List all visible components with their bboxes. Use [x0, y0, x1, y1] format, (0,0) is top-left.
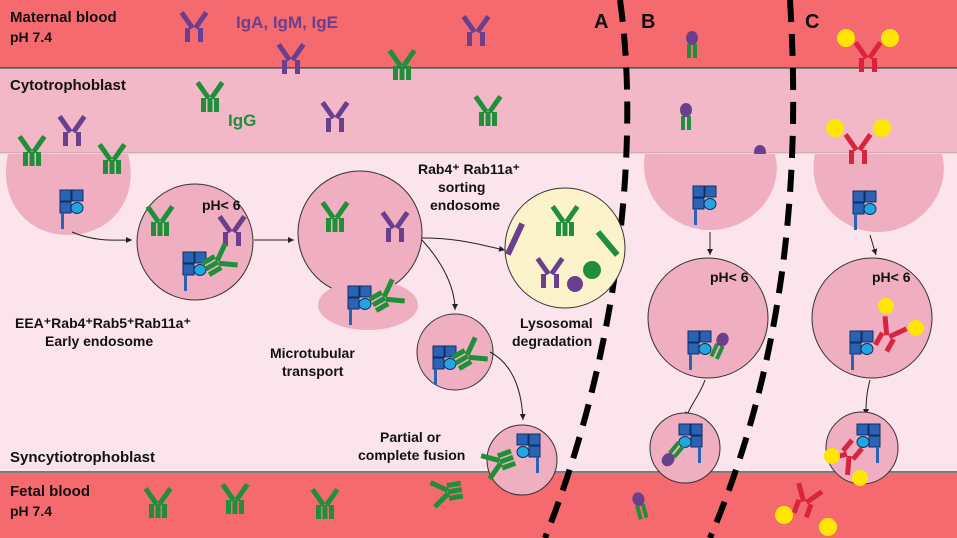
- endosome-c-ph: pH< 6: [872, 269, 911, 285]
- bound-engineered-antibody-basal: [824, 434, 869, 486]
- sorting-endosome-label-2: sorting: [438, 179, 485, 195]
- microtubular-label-2: transport: [282, 363, 344, 379]
- fetal-blood-label: Fetal blood: [10, 483, 90, 500]
- lysosomal-label-2: degradation: [512, 333, 592, 349]
- sorting-endosome-label-3: endosome: [430, 197, 500, 213]
- sorting-endosome-label-1: Rab4⁺ Rab11a⁺: [418, 161, 520, 177]
- panel-b-label: B: [641, 11, 655, 33]
- engineered-antibody-cyto: [826, 119, 891, 164]
- igg-label: IgG: [228, 111, 256, 130]
- fetal-blood-band: [0, 473, 957, 538]
- fusion-label-2: complete fusion: [358, 447, 465, 463]
- maternal-ph-label: pH 7.4: [10, 29, 52, 45]
- cytotrophoblast-band: [0, 69, 957, 153]
- divider-b-c: [707, 0, 797, 538]
- maternal-blood-band: [0, 0, 957, 68]
- lysosomal-label-1: Lysosomal: [520, 315, 593, 331]
- lysosome: [504, 187, 626, 309]
- early-endosome-ph: pH< 6: [202, 197, 241, 213]
- early-endosome-label-2: Early endosome: [45, 333, 153, 349]
- endosome-b: [647, 257, 769, 379]
- bound-engineered-antibody: [868, 298, 924, 356]
- engineered-antibody-maternal: [837, 29, 899, 72]
- early-endosome-label-1: EEA⁺Rab4⁺Rab5⁺Rab11a⁺: [15, 315, 191, 331]
- fusion-label-1: Partial or: [380, 429, 441, 445]
- uptake-vesicle-c: [813, 154, 944, 232]
- fetal-ph-label: pH 7.4: [10, 503, 52, 519]
- engineered-antibody-fetal: [775, 481, 837, 536]
- microtubular-label-1: Microtubular: [270, 345, 355, 361]
- panel-a-label: A: [594, 11, 608, 33]
- maternal-blood-label: Maternal blood: [10, 9, 117, 26]
- panel-c-label: C: [805, 11, 819, 33]
- endosome-b-ph: pH< 6: [710, 269, 749, 285]
- endosome-c: [811, 257, 933, 379]
- iga-igm-ige-label: IgA, IgM, IgE: [236, 13, 338, 32]
- cytotrophoblast-label: Cytotrophoblast: [10, 77, 126, 94]
- syncytiotrophoblast-label: Syncytiotrophoblast: [10, 449, 155, 466]
